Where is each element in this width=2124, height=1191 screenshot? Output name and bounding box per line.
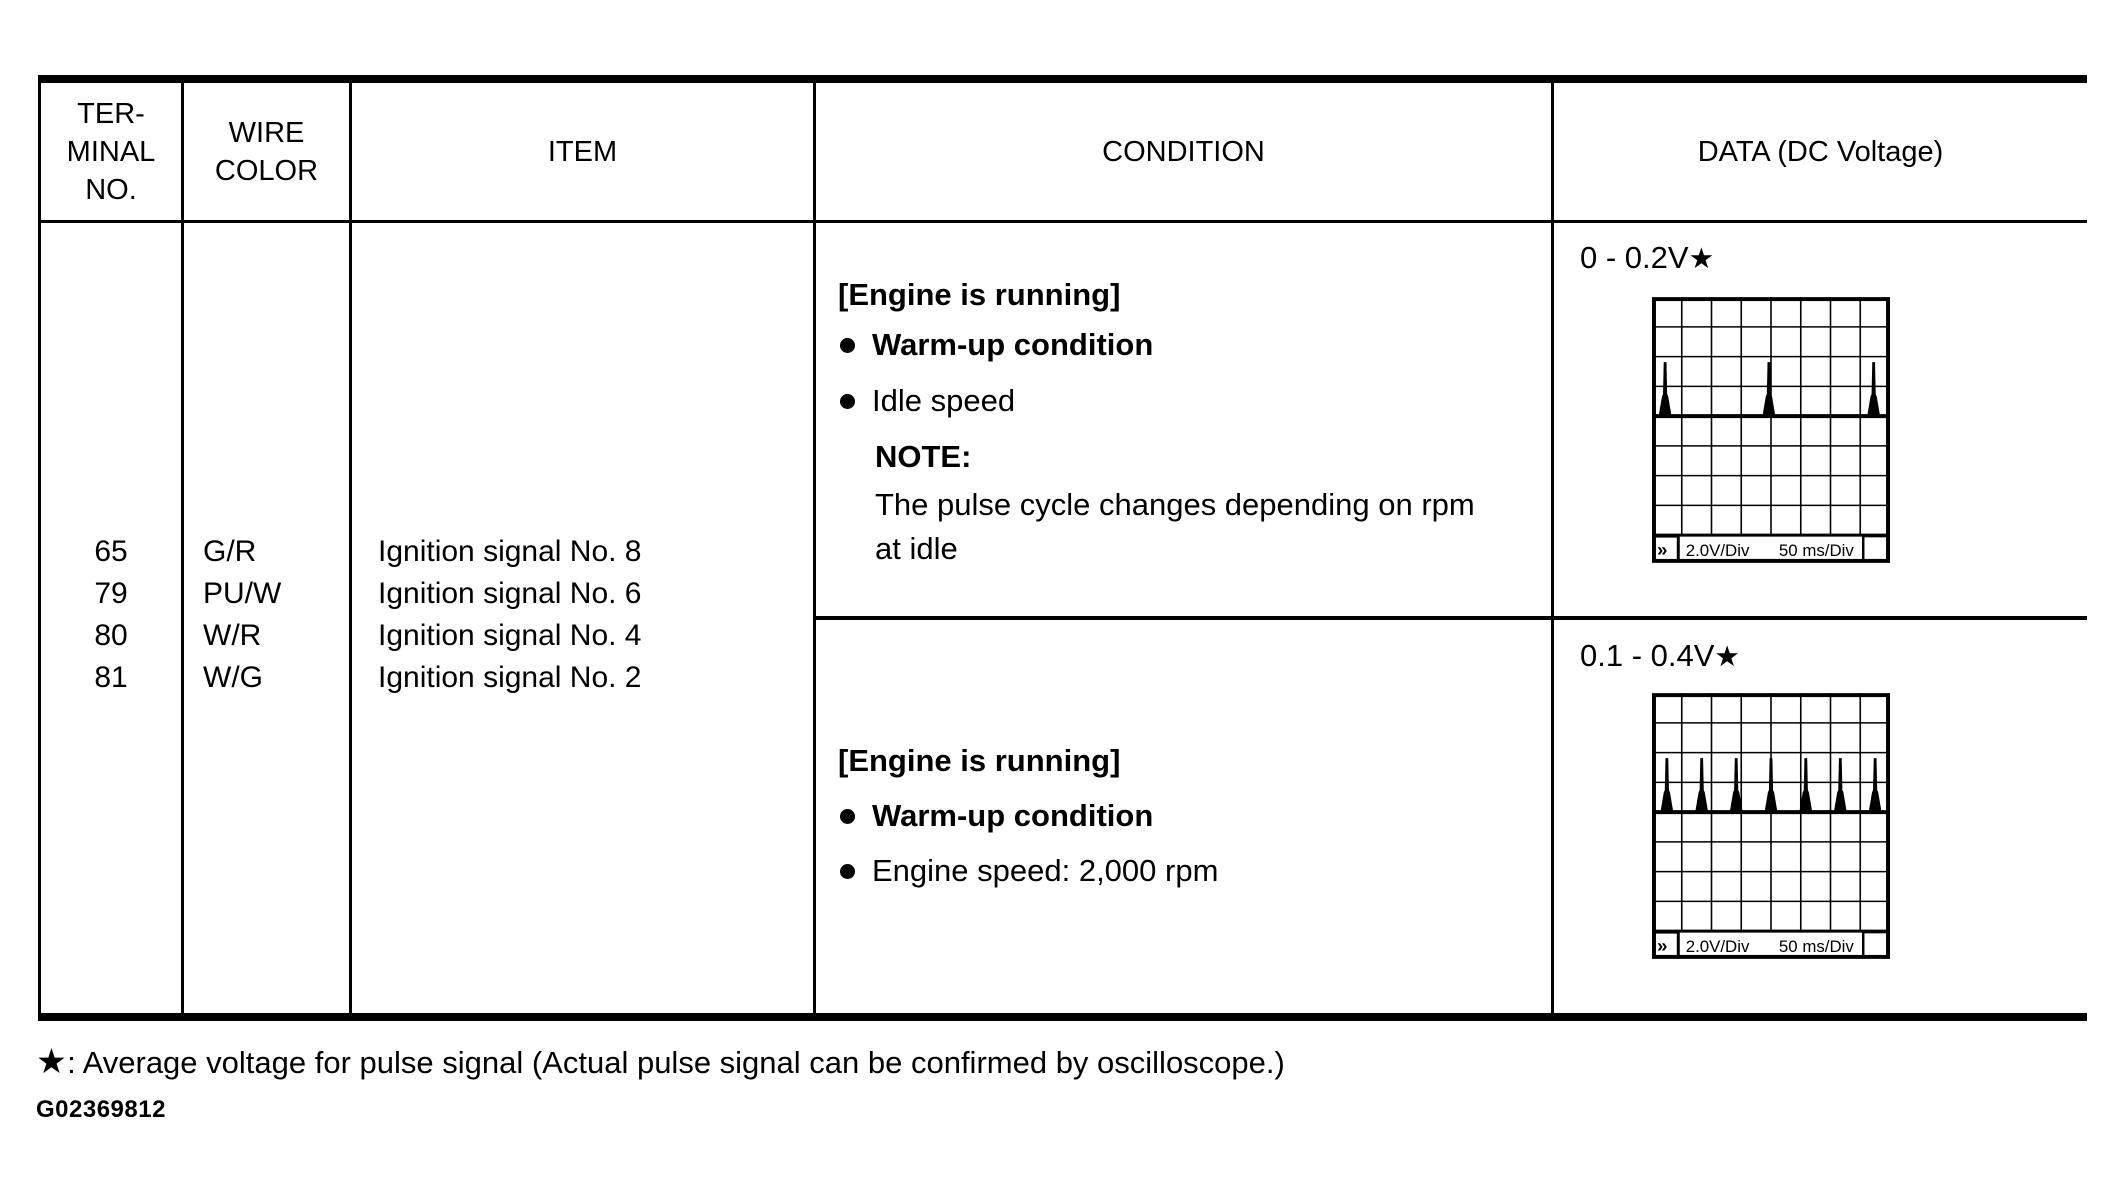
header-terminal-line2: MINAL (66, 135, 156, 168)
wire-color: W/R (203, 619, 262, 652)
terminal-no: 79 (94, 577, 128, 610)
scope-pulse (1729, 758, 1743, 813)
scope-pulse (1762, 362, 1776, 417)
wire-colors: G/R PU/W W/R W/G (203, 531, 281, 699)
header-terminal-no: TER- MINAL NO. (38, 83, 184, 220)
star-icon: ★ (1688, 243, 1715, 275)
header-data: DATA (DC Voltage) (1554, 83, 2087, 220)
scope-pulse (1868, 758, 1882, 813)
table-border-bottom (38, 1013, 2087, 1021)
scope-pulse (1833, 758, 1847, 813)
item-label: Ignition signal No. 4 (378, 619, 642, 652)
scope-pulse (1660, 758, 1674, 813)
col-divider-terminal-wire (181, 83, 184, 1013)
condition1-note-label: NOTE: (875, 439, 972, 474)
scope-pulse (1764, 758, 1778, 813)
condition2-bullet-speed: Engine speed: 2,000 rpm (840, 853, 1218, 889)
wire-color: G/R (203, 535, 257, 568)
header-wire-line1: WIRE (228, 116, 305, 149)
star-icon: ★ (1714, 641, 1740, 673)
footnote-text: : Average voltage for pulse signal (Actu… (67, 1045, 1285, 1080)
condition1-bullet-warmup-label: Warm-up condition (872, 327, 1154, 362)
terminal-no: 81 (94, 661, 128, 694)
col-divider-wire-item (349, 83, 352, 1013)
header-condition-label: CONDITION (1102, 135, 1265, 168)
scope-right-box (1861, 930, 1890, 959)
row-divider-rule (815, 616, 2087, 620)
table-border-top (38, 75, 2087, 83)
oscilloscope-waveform-2000rpm: » 2.0V/Div 50 ms/Div (1652, 693, 1890, 959)
header-terminal-line1: TER- (77, 97, 145, 130)
item-label: Ignition signal No. 8 (378, 535, 642, 568)
scope-marker-glyph: » (1657, 935, 1667, 956)
wire-color: PU/W (203, 577, 282, 610)
scope-outer-border (1652, 297, 1890, 563)
scope-pulse (1658, 362, 1672, 417)
star-icon: ★ (36, 1043, 68, 1081)
figure-id: G02369812 (36, 1096, 166, 1123)
condition1-bullet-warmup: Warm-up condition (840, 327, 1153, 363)
condition1-note-line1: The pulse cycle changes depending on rpm (875, 487, 1475, 522)
condition1-heading: [Engine is running] (838, 277, 1121, 312)
condition2-bullet-warmup-label: Warm-up condition (872, 798, 1154, 833)
item-label: Ignition signal No. 2 (378, 661, 642, 694)
scope-pulse (1695, 758, 1709, 813)
header-wire-line2: COLOR (214, 154, 319, 187)
scope-vdiv-label: 2.0V/Div (1686, 937, 1750, 956)
scope-marker-glyph: » (1657, 539, 1667, 560)
header-data-label: DATA (DC Voltage) (1697, 135, 1944, 168)
bullet-icon (840, 393, 855, 409)
terminal-numbers: 65 79 80 81 (38, 531, 184, 699)
scope-pulse (1867, 362, 1881, 417)
condition2-heading: [Engine is running] (838, 743, 1121, 778)
scope-vdiv-label: 2.0V/Div (1686, 541, 1750, 560)
terminal-no: 65 (94, 535, 128, 568)
header-item: ITEM (352, 83, 813, 220)
condition1-note-line2: at idle (875, 531, 958, 566)
col-divider-item-condition (813, 83, 816, 1013)
header-item-label: ITEM (547, 135, 618, 168)
header-condition: CONDITION (816, 83, 1551, 220)
scope-outer-border (1652, 693, 1890, 959)
oscilloscope-waveform-idle: » 2.0V/Div 50 ms/Div (1652, 297, 1890, 563)
condition1-bullet-idle: Idle speed (840, 383, 1015, 419)
condition2-bullet-speed-label: Engine speed: 2,000 rpm (872, 853, 1219, 888)
condition2-bullet-warmup: Warm-up condition (840, 798, 1153, 834)
bullet-icon (840, 337, 855, 353)
item-label: Ignition signal No. 6 (378, 577, 642, 610)
col-divider-condition-data (1551, 83, 1554, 1013)
item-list: Ignition signal No. 8 Ignition signal No… (378, 531, 642, 699)
header-bottom-rule (38, 220, 2087, 223)
scope-tdiv-label: 50 ms/Div (1779, 541, 1854, 560)
bullet-icon (840, 808, 855, 824)
bullet-icon (840, 863, 855, 879)
data1-voltage-value: 0 - 0.2V★ (1580, 240, 1714, 276)
wire-color: W/G (203, 661, 263, 694)
scope-right-box (1861, 534, 1890, 563)
scope-tdiv-label: 50 ms/Div (1779, 937, 1854, 956)
scope-pulse (1799, 758, 1813, 813)
data2-voltage-value: 0.1 - 0.4V★ (1580, 638, 1740, 674)
terminal-no: 80 (94, 619, 128, 652)
table-border-left (38, 75, 41, 1021)
header-terminal-line3: NO. (85, 173, 137, 206)
header-wire-color: WIRE COLOR (184, 83, 349, 220)
data1-voltage-text: 0 - 0.2V (1580, 240, 1689, 275)
condition1-bullet-idle-label: Idle speed (872, 383, 1016, 418)
data2-voltage-text: 0.1 - 0.4V (1580, 638, 1715, 673)
footnote: ★: Average voltage for pulse signal (Act… (36, 1042, 1285, 1082)
